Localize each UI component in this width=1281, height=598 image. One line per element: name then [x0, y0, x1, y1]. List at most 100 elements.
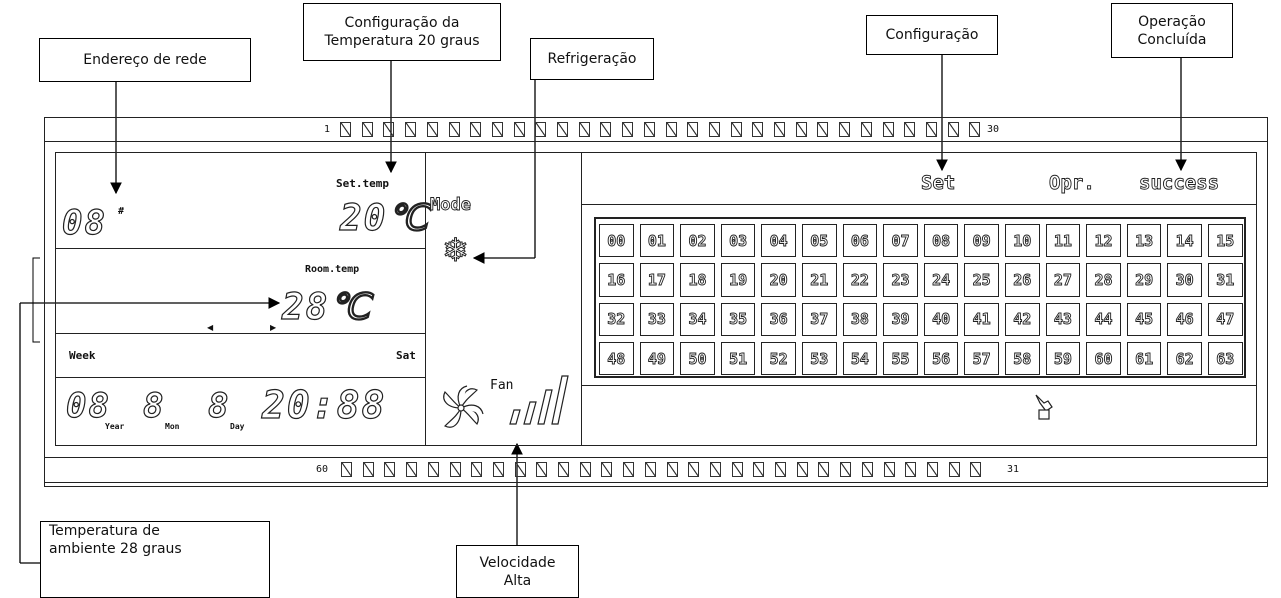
zone-indicator — [449, 462, 461, 477]
zone-indicator — [775, 462, 786, 477]
zone-indicator — [471, 462, 483, 477]
grid-cell: 53 — [802, 341, 837, 376]
grid-cell: 07 — [883, 224, 918, 258]
zone-indicator — [383, 122, 395, 137]
grid-cell: 59 — [1045, 341, 1081, 376]
grid-cell: 54 — [842, 341, 878, 376]
room-temp-value: 28℃ — [281, 286, 372, 328]
top-strip-start-label: 1 — [324, 124, 331, 135]
zone-indicator — [623, 462, 635, 477]
month-label: Mon — [165, 422, 180, 431]
zone-indicator — [839, 122, 851, 137]
zone-indicator — [860, 122, 872, 137]
zone-indicator — [491, 122, 503, 137]
grid-cell: 50 — [680, 341, 715, 376]
zone-indicator — [795, 122, 807, 137]
zone-indicator — [384, 462, 396, 477]
zone-indicator — [643, 122, 655, 137]
fan-label: Fan — [490, 378, 514, 393]
zone-indicator — [405, 122, 417, 137]
grid-cell: 08 — [923, 224, 959, 258]
zone-indicator — [817, 122, 829, 137]
room-temp-label: Room.temp — [305, 264, 360, 275]
grid-cell: 61 — [1126, 341, 1162, 376]
grid-cell: 43 — [1045, 302, 1081, 336]
zone-indicator — [514, 462, 526, 477]
network-address-suffix: # — [118, 206, 125, 217]
grid-cell: 06 — [842, 224, 878, 258]
grid-cell: 00 — [599, 224, 634, 258]
callout-set-temperature-line2: Temperatura 20 graus — [324, 33, 480, 49]
zone-indicator — [925, 122, 937, 137]
zone-indicator — [687, 122, 699, 137]
grid-cell: 47 — [1208, 302, 1243, 336]
zone-indicator — [578, 122, 590, 137]
grid-cell: 36 — [761, 302, 796, 336]
grid-cell: 33 — [639, 302, 675, 336]
zone-indicator — [361, 122, 373, 137]
zone-indicator — [840, 462, 852, 477]
mode-label: Mode — [430, 195, 472, 216]
grid-cell: 19 — [720, 263, 756, 297]
grid-cell: 42 — [1005, 302, 1040, 336]
grid-cell: 56 — [923, 341, 959, 376]
grid-cell: 27 — [1045, 263, 1081, 297]
callout-operation-complete: Operação Concluída — [1111, 3, 1233, 58]
zone-indicator — [426, 122, 438, 137]
zone-indicator — [622, 122, 634, 137]
grid-cell: 51 — [720, 341, 756, 376]
grid-cell: 58 — [1005, 341, 1040, 376]
zone-indicator — [818, 462, 830, 477]
zone-indicator — [600, 122, 612, 137]
callout-cooling-text: Refrigeração — [547, 51, 637, 67]
callout-cooling: Refrigeração — [530, 38, 654, 80]
grid-cell: 52 — [761, 341, 796, 376]
status-set: Set — [921, 172, 956, 195]
grid-cell: 28 — [1086, 263, 1121, 297]
year-label: Year — [105, 422, 125, 431]
grid-cell: 35 — [720, 302, 756, 336]
callout-fan-speed-high-line2: Alta — [503, 572, 532, 589]
grid-cell: 48 — [599, 341, 634, 376]
zone-indicator — [513, 122, 525, 137]
grid-cell: 40 — [923, 302, 959, 336]
callout-network-address-text: Endereço de rede — [83, 52, 207, 68]
network-address-value: 08 — [61, 202, 107, 243]
grid-cell: 62 — [1167, 341, 1202, 376]
zone-indicator — [492, 462, 504, 477]
grid-cell: 57 — [964, 341, 999, 376]
grid-cell: 32 — [599, 302, 634, 336]
top-zone-strip — [44, 117, 1268, 142]
callout-room-temperature-line2: ambiente 28 graus — [49, 541, 182, 557]
bottom-strip-end-label: 31 — [1007, 464, 1020, 475]
zone-indicator — [536, 462, 548, 477]
hand-icon — [1035, 394, 1053, 420]
zone-indicator — [666, 462, 678, 477]
zone-indicator — [947, 122, 959, 137]
grid-cell: 37 — [802, 302, 837, 336]
callout-room-temperature-line1: Temperatura de — [49, 523, 160, 539]
grid-cell: 03 — [720, 224, 756, 258]
grid-cell: 04 — [761, 224, 796, 258]
grid-cell: 22 — [842, 263, 878, 297]
room-temp-marker-right: ▶ — [270, 323, 277, 332]
side-bracket — [32, 257, 40, 343]
zone-indicator — [448, 122, 460, 137]
zone-indicator — [427, 462, 439, 477]
zone-indicator — [535, 122, 547, 137]
grid-cell: 60 — [1086, 341, 1121, 376]
grid-cell: 10 — [1005, 224, 1040, 258]
grid-cell: 21 — [802, 263, 837, 297]
callout-configuration-text: Configuração — [885, 27, 979, 43]
week-value: Sat — [396, 349, 416, 362]
grid-cell: 44 — [1086, 302, 1121, 336]
zone-indicator — [558, 462, 569, 477]
callout-operation-complete-line1: Operação — [1138, 13, 1206, 30]
day-label: Day — [230, 422, 245, 431]
zone-indicator — [470, 122, 482, 137]
grid-cell: 18 — [680, 263, 715, 297]
zone-indicator — [752, 122, 764, 137]
set-temp-value: 20℃ — [339, 197, 430, 239]
callout-fan-speed-high: Velocidade Alta — [456, 545, 579, 598]
grid-cell: 45 — [1126, 302, 1162, 336]
